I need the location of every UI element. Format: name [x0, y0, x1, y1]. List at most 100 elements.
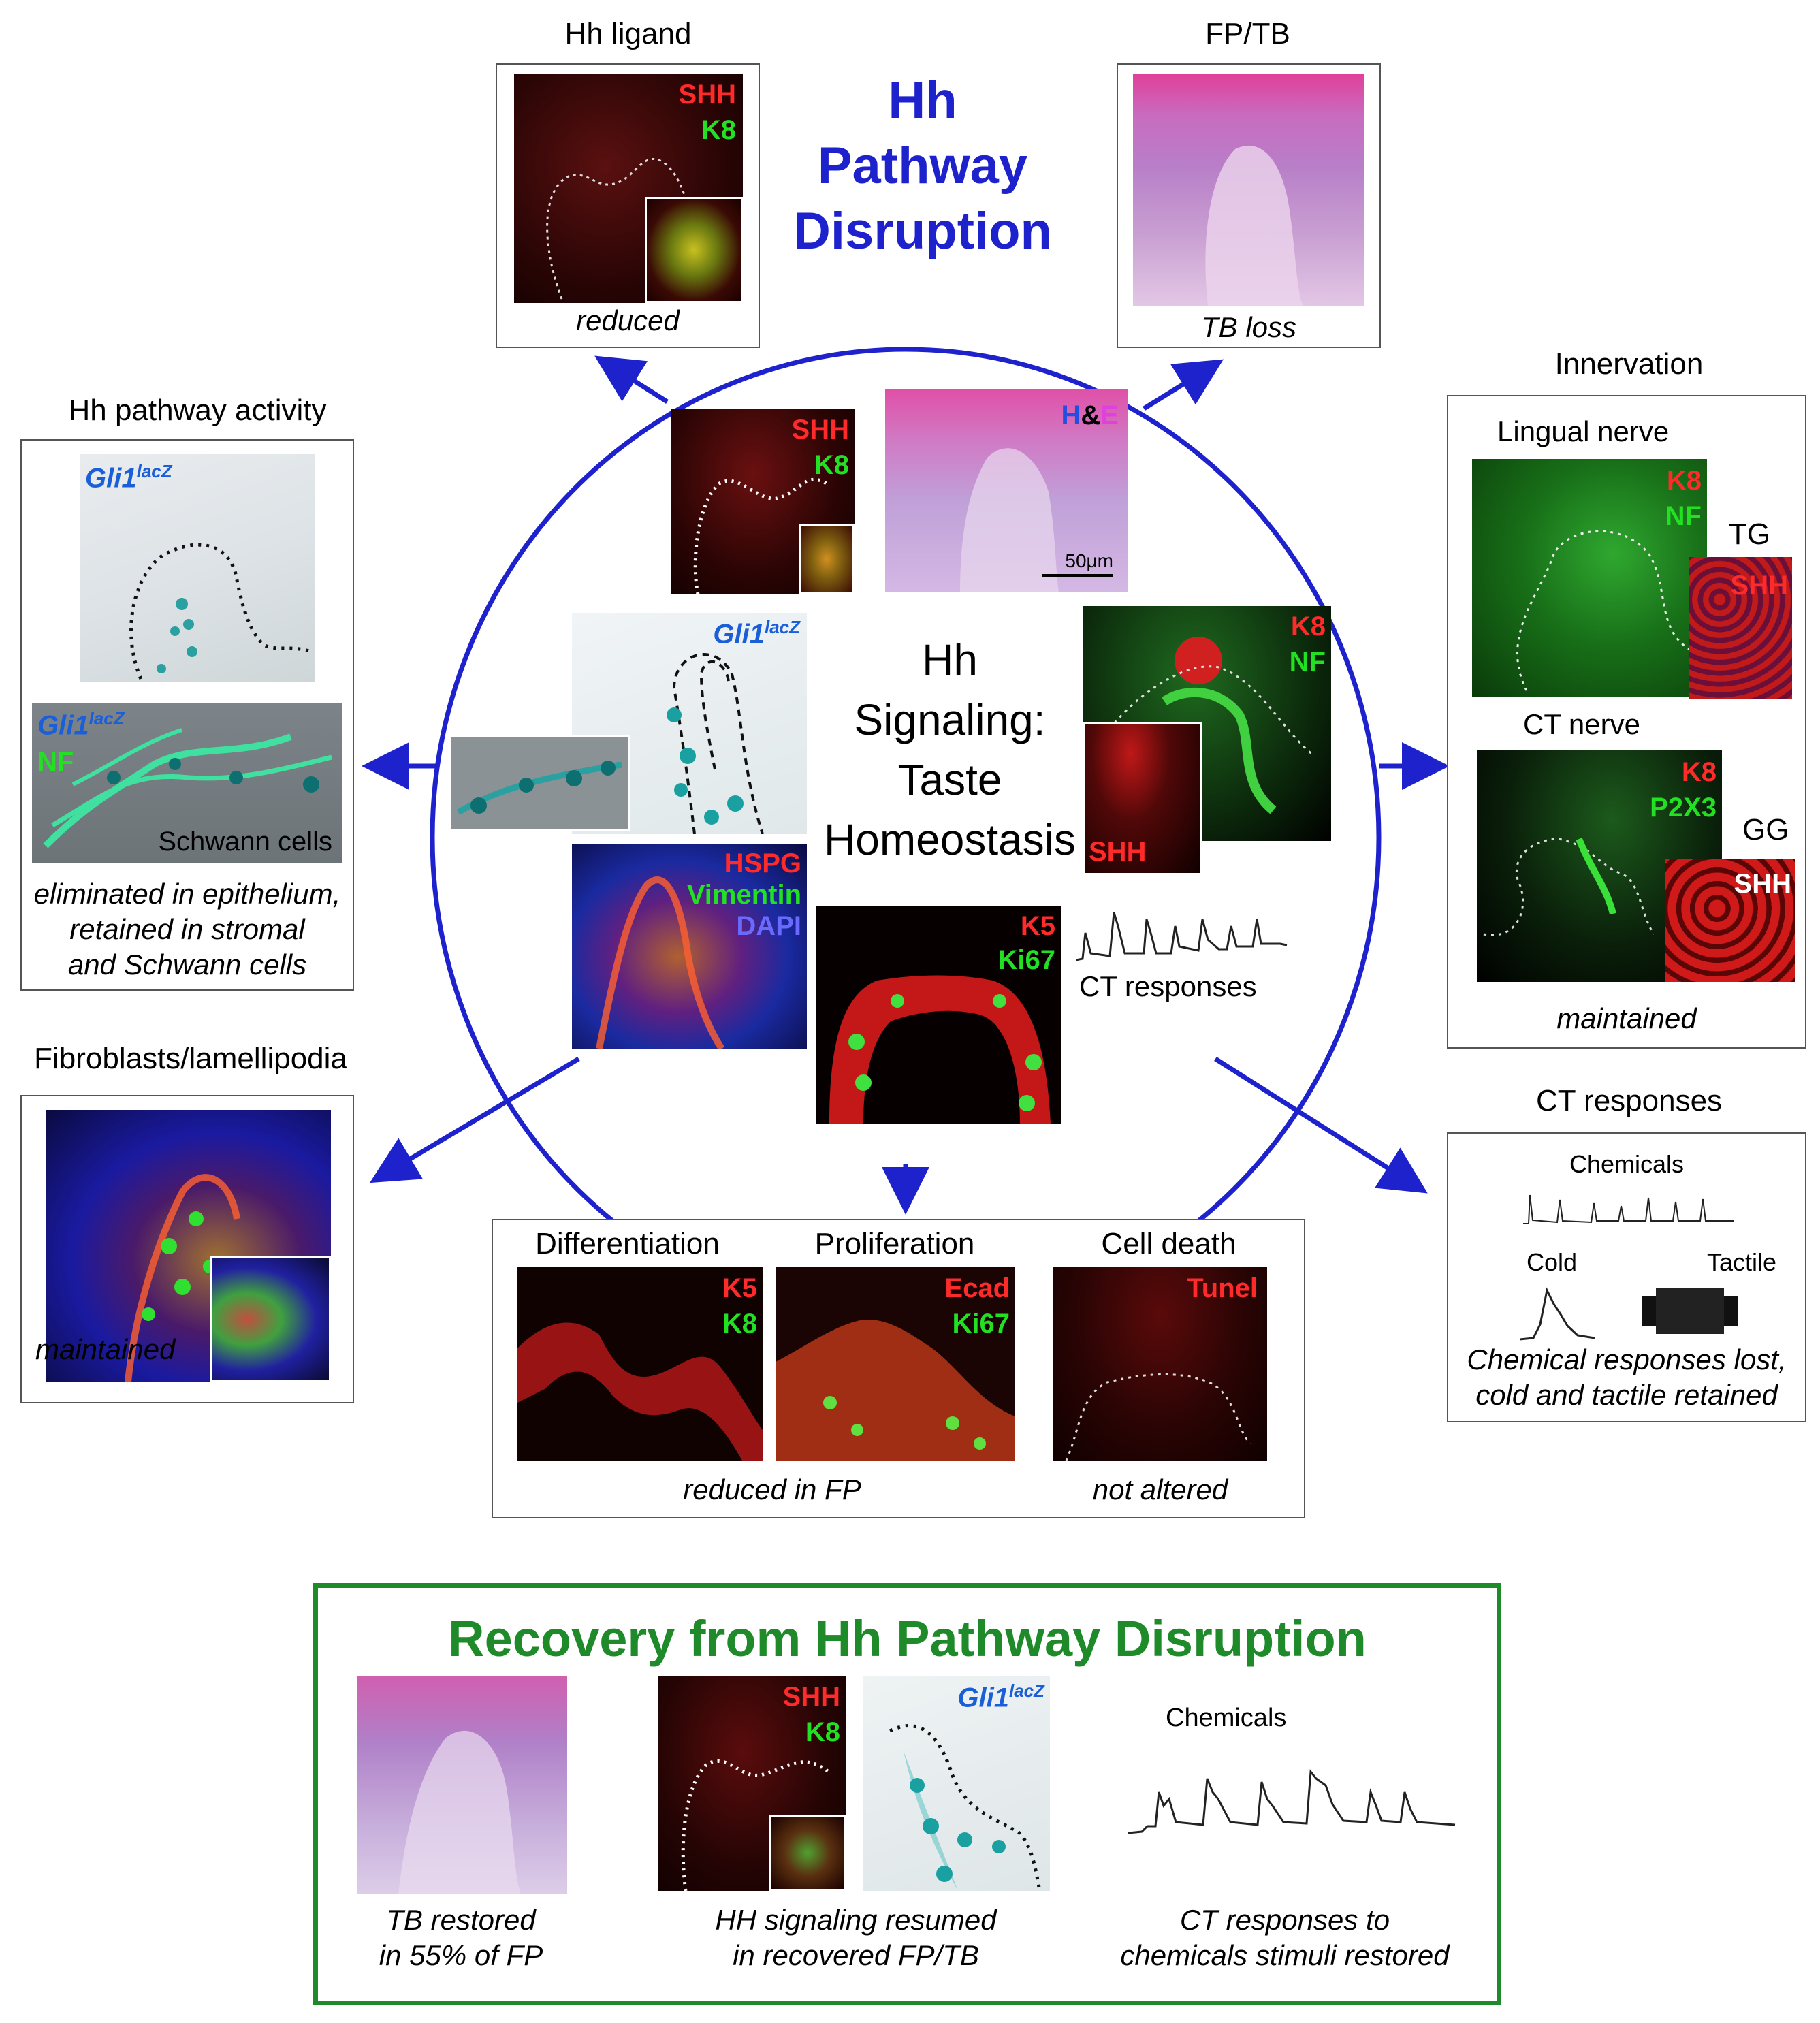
fibroblasts-title: Fibroblasts/lamellipodia [34, 1042, 347, 1075]
gli1-micrograph: Gli1lacZ [80, 454, 315, 682]
recovery-chemicals-label: Chemicals [1166, 1704, 1287, 1732]
recovery-gli1-label: Gli1lacZ [957, 1680, 1044, 1713]
hh-ligand-panel: SHH K8 reduced [496, 63, 760, 348]
center-he-micrograph: H&E 50μm [885, 389, 1128, 592]
prolif-ecad-label: Ecad [944, 1273, 1010, 1303]
center-ct-trace [1076, 912, 1288, 961]
he-label: H&E [1061, 400, 1119, 430]
center-k8-nf-k8-label: K8 [1290, 611, 1326, 641]
differentiation-micrograph: K5 K8 [517, 1267, 763, 1461]
label-k8: K8 [701, 115, 736, 145]
schwann-label: Schwann cells [158, 827, 332, 857]
hh-activity-caption: eliminated in epithelium, retained in st… [33, 878, 341, 981]
center-ki67-label: Ki67 [997, 945, 1056, 975]
fp-tb-title: FP/TB [1205, 17, 1290, 50]
prolif-ki67-label: Ki67 [952, 1309, 1010, 1339]
recovery-he-micrograph [357, 1676, 567, 1894]
chemicals-label: Chemicals [1569, 1150, 1685, 1178]
gg-micrograph: SHH [1665, 859, 1795, 982]
diff-k8-label: K8 [722, 1309, 757, 1339]
tunel-label: Tunel [1187, 1273, 1258, 1303]
recovery-shh-inset [769, 1815, 846, 1891]
differentiation-title: Differentiation [535, 1227, 720, 1260]
diff-k5-label: K5 [722, 1273, 757, 1303]
ct-nerve-label: CT nerve [1523, 708, 1640, 740]
tactile-trace [1642, 1288, 1738, 1334]
center-k8-nf-nf-label: NF [1289, 647, 1326, 677]
recovery-caption-1: TB restored in 55% of FP [379, 1904, 543, 1971]
fibroblasts-caption: maintained [35, 1333, 176, 1365]
tg-label: TG [1729, 517, 1771, 551]
arrow-fp-tb [1143, 359, 1224, 411]
cell-death-title: Cell death [1101, 1227, 1236, 1260]
recovery-shh-label: SHH [782, 1682, 840, 1712]
hh-ligand-caption: reduced [576, 304, 680, 336]
gg-label: GG [1742, 813, 1789, 846]
lingual-nerve-label: Lingual nerve [1497, 415, 1670, 447]
tg-shh-label: SHH [1730, 571, 1788, 601]
recovery-panel: Recovery from Hh Pathway Disruption SHH … [313, 1583, 1501, 2005]
ct-p2x3-label: P2X3 [1650, 793, 1717, 823]
ct-k8-label: K8 [1681, 757, 1717, 787]
dapi-label: DAPI [736, 911, 801, 941]
fibroblasts-micrograph [46, 1110, 331, 1382]
center-gli1-label: Gli1lacZ [713, 617, 800, 650]
proliferation-title: Proliferation [814, 1227, 975, 1260]
recovery-chemicals-trace [1128, 1769, 1456, 1834]
center-k5-micrograph: K5 Ki67 [816, 906, 1061, 1124]
innervation-panel: Lingual nerve K8 NF TG SHH CT nerve K8 P… [1447, 395, 1806, 1049]
center-shh-red-label: SHH [1089, 837, 1147, 867]
fp-tb-he-micrograph [1133, 74, 1364, 306]
center-shh-micrograph: SHH K8 [671, 409, 855, 594]
fp-tb-panel: TB loss [1117, 63, 1381, 348]
innervation-title: Innervation [1554, 347, 1704, 381]
vimentin-label: Vimentin [686, 880, 801, 910]
label-shh: SHH [678, 80, 736, 110]
cellular-caption-left: reduced in FP [683, 1474, 861, 1506]
innervation-caption: maintained [1556, 1002, 1697, 1034]
cold-label: Cold [1527, 1248, 1578, 1276]
tactile-label: Tactile [1707, 1248, 1777, 1276]
hh-ligand-title: Hh ligand [564, 17, 692, 50]
gli1-label: Gli1lacZ [85, 461, 172, 494]
recovery-caption-3: CT responses to chemicals stimuli restor… [1120, 1904, 1450, 1971]
ct-responses-panel: Chemicals Cold Tactile Chemical response… [1447, 1132, 1806, 1422]
cell-death-micrograph: Tunel [1053, 1267, 1267, 1461]
center-gli1-nf-micrograph [449, 735, 630, 831]
fp-tb-caption: TB loss [1200, 311, 1297, 343]
fibroblasts-inset [210, 1256, 331, 1382]
hh-activity-title: Hh pathway activity [68, 394, 327, 427]
recovery-gli1-micrograph: Gli1lacZ [863, 1676, 1050, 1891]
cellular-panel: Differentiation Proliferation Cell death… [492, 1219, 1305, 1518]
arrow-fibroblasts [369, 1056, 580, 1183]
lingual-nerve-micrograph: K8 NF [1472, 459, 1707, 697]
recovery-title: Recovery from Hh Pathway Disruption [448, 1610, 1367, 1667]
cold-trace [1520, 1287, 1595, 1341]
recovery-shh-micrograph: SHH K8 [658, 1676, 846, 1891]
ct-responses-title: CT responses [1535, 1084, 1723, 1117]
fibroblasts-panel: maintained [20, 1095, 354, 1403]
nf-label: NF [37, 747, 74, 777]
proliferation-micrograph: Ecad Ki67 [776, 1267, 1015, 1461]
gli1-nf-micrograph: Gli1lacZ NF Schwann cells [32, 703, 342, 863]
gli1-nf-label: Gli1lacZ [37, 708, 125, 741]
chemicals-trace [1523, 1194, 1734, 1224]
scale-bar-label: 50μm [1065, 550, 1113, 571]
recovery-k8-label: K8 [805, 1717, 840, 1747]
center-shh-label: SHH [791, 415, 849, 445]
inset-micrograph [645, 197, 743, 303]
lingual-nf-label: NF [1665, 501, 1702, 531]
disruption-title: Hh Pathway Disruption [793, 71, 1052, 260]
arrow-ct-responses [1214, 1057, 1428, 1194]
center-shh-inset [799, 524, 855, 594]
hh-activity-panel: Gli1lacZ Gli1lacZ NF Schwann cells elimi… [20, 439, 354, 991]
center-hspg-micrograph: HSPG Vimentin DAPI [572, 844, 807, 1049]
center-title: Hh Signaling: Taste Homeostasis [824, 635, 1076, 864]
recovery-caption-2: HH signaling resumed in recovered FP/TB [715, 1904, 997, 1971]
scale-bar [1042, 574, 1113, 577]
gg-shh-label: SHH [1734, 869, 1791, 899]
tg-micrograph: SHH [1689, 557, 1792, 699]
center-k5-label: K5 [1020, 911, 1055, 941]
arrow-hh-ligand [594, 355, 669, 404]
cellular-caption-right: not altered [1092, 1474, 1228, 1506]
